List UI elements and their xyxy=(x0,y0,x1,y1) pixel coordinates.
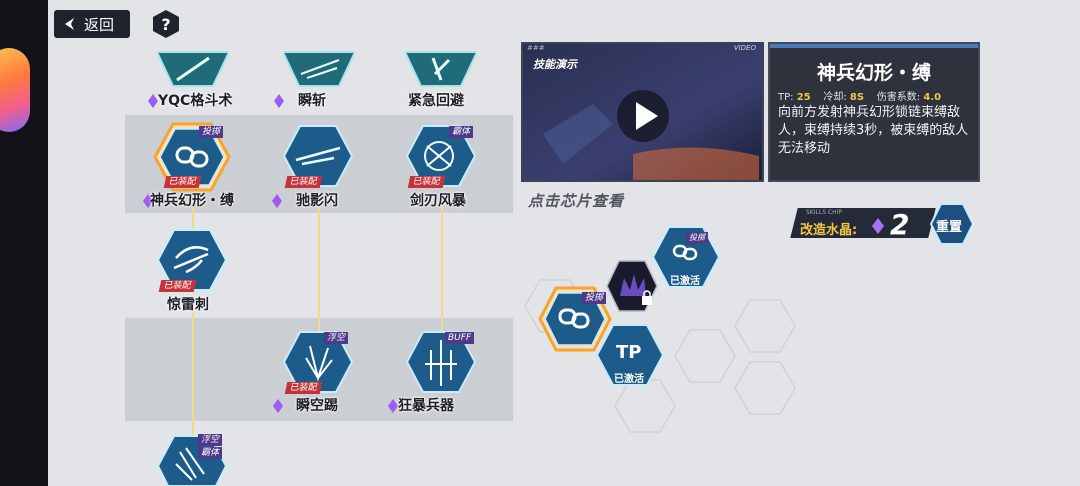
skill-tag: BUFF xyxy=(445,332,475,344)
svg-text:?: ? xyxy=(161,15,170,34)
connector-line xyxy=(192,205,194,235)
skill-tag: 浮空 xyxy=(324,332,349,344)
chip-panel-caption: SKILLS CHIP xyxy=(806,209,843,216)
video-thumbnail xyxy=(523,44,762,180)
panel-accent xyxy=(770,44,978,48)
tp-label: TP: xyxy=(778,92,794,103)
cooldown-label: 冷却: xyxy=(823,92,847,103)
locked-crown-icon xyxy=(606,260,658,312)
connector-line xyxy=(318,205,320,335)
skill-node-yqc[interactable] xyxy=(157,44,229,90)
damage-value: 4.0 xyxy=(923,92,942,103)
skill-node-storm[interactable]: 霸体 已装配 xyxy=(405,124,477,188)
skill-label: 惊雷刺 xyxy=(167,297,209,313)
chip-locked[interactable] xyxy=(606,260,658,312)
reset-button[interactable]: 重置 xyxy=(929,202,975,246)
skill-label: 驰影闪 xyxy=(296,193,338,209)
skill-label: 狂暴兵器 xyxy=(398,398,454,414)
skill-stats: TP: 25 冷却: 8S 伤害系数: 4.0 xyxy=(778,88,941,103)
skill-label: 剑刃风暴 xyxy=(410,193,466,209)
skill-label: 紧急回避 xyxy=(408,93,464,109)
skill-tag: 霸体 xyxy=(449,126,474,138)
help-icon: ? xyxy=(153,10,179,38)
chip-tag: 投掷 xyxy=(582,292,607,304)
equipped-badge: 已装配 xyxy=(163,176,202,188)
connector-line xyxy=(441,205,443,335)
chip-status: 已激活 xyxy=(614,374,644,385)
equipped-badge: 已装配 xyxy=(284,382,323,394)
skill-video-panel[interactable]: ### VIDEO 技能演示 xyxy=(521,42,764,182)
chip-throw-active[interactable]: 投掷 已激活 xyxy=(652,226,720,288)
equipped-badge: 已装配 xyxy=(407,176,446,188)
skill-info-panel: 神兵幻形・缚 TP: 25 冷却: 8S 伤害系数: 4.0 向前方发射神兵幻形… xyxy=(768,42,980,182)
slash-icon xyxy=(283,51,355,87)
chip-tag: 投掷 xyxy=(686,232,708,244)
dodge-icon xyxy=(405,51,477,87)
chain-icon xyxy=(153,122,231,192)
dash-icon xyxy=(282,125,354,187)
crystal-icon xyxy=(272,193,282,208)
skill-label: 瞬空踢 xyxy=(296,398,338,414)
crystal-icon xyxy=(274,93,284,108)
reset-hex xyxy=(929,203,975,245)
video-title: 技能演示 xyxy=(533,58,577,71)
slash-icon xyxy=(157,51,229,87)
tap-chip-hint: 点击芯片查看 xyxy=(528,192,625,210)
skill-tag: 投掷 xyxy=(199,126,224,138)
equipped-badge: 已装配 xyxy=(284,176,323,188)
skill-label: YQC格斗术 xyxy=(158,93,233,109)
skill-node-chiying[interactable]: 已装配 xyxy=(282,124,354,188)
skill-tag: 浮空 xyxy=(198,434,223,446)
back-arrow-icon xyxy=(65,18,74,30)
chip-text: TP xyxy=(616,342,642,363)
crystal-icon xyxy=(388,398,398,413)
back-button[interactable]: 返回 xyxy=(54,10,130,38)
equipped-badge: 已装配 xyxy=(158,280,197,292)
skill-node-jingleici[interactable]: 已装配 xyxy=(156,228,228,292)
skill-label: 瞬斩 xyxy=(298,93,326,109)
skill-label: 神兵幻形・缚 xyxy=(150,193,234,209)
lightning-thrust-icon xyxy=(156,229,228,291)
crystal-label: 改造水晶: xyxy=(800,223,858,238)
chip-status: 已激活 xyxy=(670,276,700,287)
crystal-icon xyxy=(273,398,283,413)
crystal-count: 2 xyxy=(890,208,910,241)
chip-grid-background xyxy=(524,279,796,433)
skill-node-shunzhan[interactable] xyxy=(283,44,355,90)
video-corner-label: ### xyxy=(527,44,545,52)
connector-line xyxy=(192,308,194,438)
help-button[interactable]: ? xyxy=(151,9,181,39)
skill-description: 向前方发射神兵幻形锁链束缚敌人，束缚持续3秒，被束缚的敌人无法移动 xyxy=(778,105,969,156)
skill-node-kuangbao[interactable]: BUFF xyxy=(405,330,477,394)
cooldown-value: 8S xyxy=(849,92,865,103)
chip-throw-equipped[interactable]: 投掷 xyxy=(538,286,612,352)
skill-node-bottom[interactable]: 浮空 霸体 xyxy=(156,434,228,486)
reset-label: 重置 xyxy=(936,220,963,235)
damage-label: 伤害系数: xyxy=(876,92,921,103)
tp-value: 25 xyxy=(796,92,811,103)
tp-icon xyxy=(596,324,664,386)
skill-node-shenbing[interactable]: 投掷 已装配 xyxy=(153,122,231,192)
floating-assistant-ball[interactable] xyxy=(0,48,30,132)
crystal-icon xyxy=(872,218,884,234)
skill-node-dodge[interactable] xyxy=(405,44,477,90)
chip-tp-active[interactable]: TP 已激活 xyxy=(596,324,664,386)
back-label: 返回 xyxy=(84,15,115,34)
crystal-icon xyxy=(143,193,153,208)
skill-tag: 霸体 xyxy=(198,447,223,459)
crystal-icon xyxy=(148,93,158,108)
video-tag: VIDEO xyxy=(733,44,756,52)
skill-node-shunkongti[interactable]: 浮空 已装配 xyxy=(282,330,354,394)
skill-title: 神兵幻形・缚 xyxy=(816,62,931,84)
play-icon[interactable] xyxy=(615,88,671,144)
